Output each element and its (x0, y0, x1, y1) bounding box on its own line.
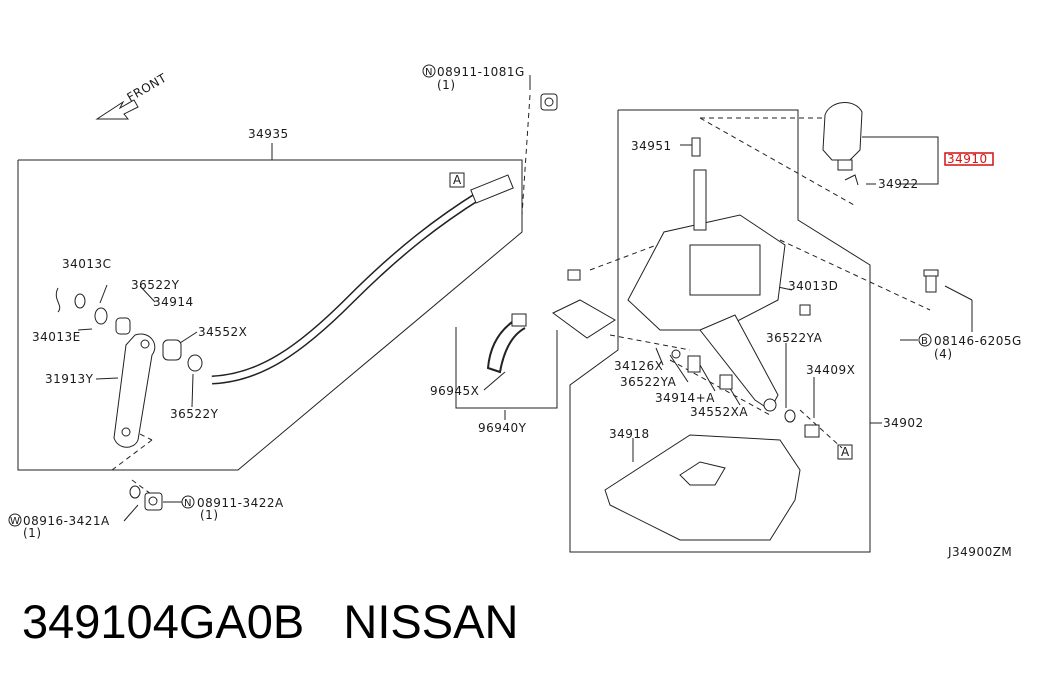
callout-34552x: 34552X (198, 325, 247, 339)
callout-08911-1081g-qty: (1) (437, 78, 456, 92)
console-finisher-drawing (604, 434, 801, 541)
callout-34935: 34935 (248, 127, 289, 141)
marker-a-bottom: A (841, 445, 850, 459)
shifter-frame (569, 109, 871, 553)
callout-96945x: 96945X (430, 384, 479, 398)
brand-name: NISSAN (343, 595, 519, 648)
callout-08916-3421a-qty: (1) (23, 526, 42, 540)
part-caption: 349104GA0B NISSAN (22, 598, 518, 645)
shift-cable-drawing (211, 180, 510, 385)
callout-31913y: 31913Y (45, 372, 94, 386)
harness-bracket (455, 327, 558, 409)
callout-34902: 34902 (883, 416, 924, 430)
callout-36522y-bottom: 36522Y (170, 407, 219, 421)
cable-frame (17, 159, 523, 471)
callout-96940y: 96940Y (478, 421, 527, 435)
shifter-assembly-drawing (627, 137, 939, 438)
marker-n-top: N (425, 67, 432, 78)
callout-36522ya-left: 36522YA (620, 375, 677, 389)
marker-b: B (921, 336, 928, 347)
grommet-drawing (162, 339, 182, 361)
callout-08911-1081g: 08911-1081G (437, 65, 525, 79)
callout-36522y-top: 36522Y (131, 278, 180, 292)
marker-w: W (10, 516, 20, 527)
callout-08146-6205g: 08146-6205G (934, 334, 1022, 348)
bushing-drawing (115, 317, 131, 335)
callout-08146-6205g-qty: (4) (934, 347, 953, 361)
marker-a-top: A (453, 173, 462, 187)
callout-36522ya-right: 36522YA (766, 331, 823, 345)
marker-n-bottom: N (184, 498, 191, 509)
callout-08911-3422a: 08911-3422A (197, 496, 284, 510)
connector-plate (552, 299, 616, 339)
callout-34922: 34922 (878, 177, 919, 191)
knob-bracket (862, 136, 939, 185)
diagram-code: J34900ZM (947, 545, 1012, 559)
nut-drawing-bottom (144, 492, 163, 511)
nut-drawing-top (540, 93, 558, 111)
callout-34910-highlighted: 34910 (947, 152, 988, 166)
part-number: 349104GA0B (22, 595, 305, 648)
callout-34013e: 34013E (32, 330, 81, 344)
callout-34552xa: 34552XA (690, 405, 748, 419)
front-arrow: FRONT (95, 71, 170, 120)
callout-34013c: 34013C (62, 257, 112, 271)
callout-34409x: 34409X (806, 363, 855, 377)
callout-34951: 34951 (631, 139, 672, 153)
callout-34918: 34918 (609, 427, 650, 441)
shift-knob-drawing (822, 102, 863, 186)
harness-drawing (486, 319, 526, 374)
front-label: FRONT (125, 71, 170, 105)
callout-34013d: 34013D (788, 279, 838, 293)
callout-34126x: 34126X (614, 359, 663, 373)
callout-08911-3422a-qty: (1) (200, 508, 219, 522)
callout-08916-3421a: 08916-3421A (23, 514, 110, 528)
washer-drawing (94, 307, 108, 325)
callout-34914: 34914 (153, 295, 194, 309)
callout-34914a: 34914+A (655, 391, 715, 405)
lever-plate-drawing (113, 333, 156, 448)
